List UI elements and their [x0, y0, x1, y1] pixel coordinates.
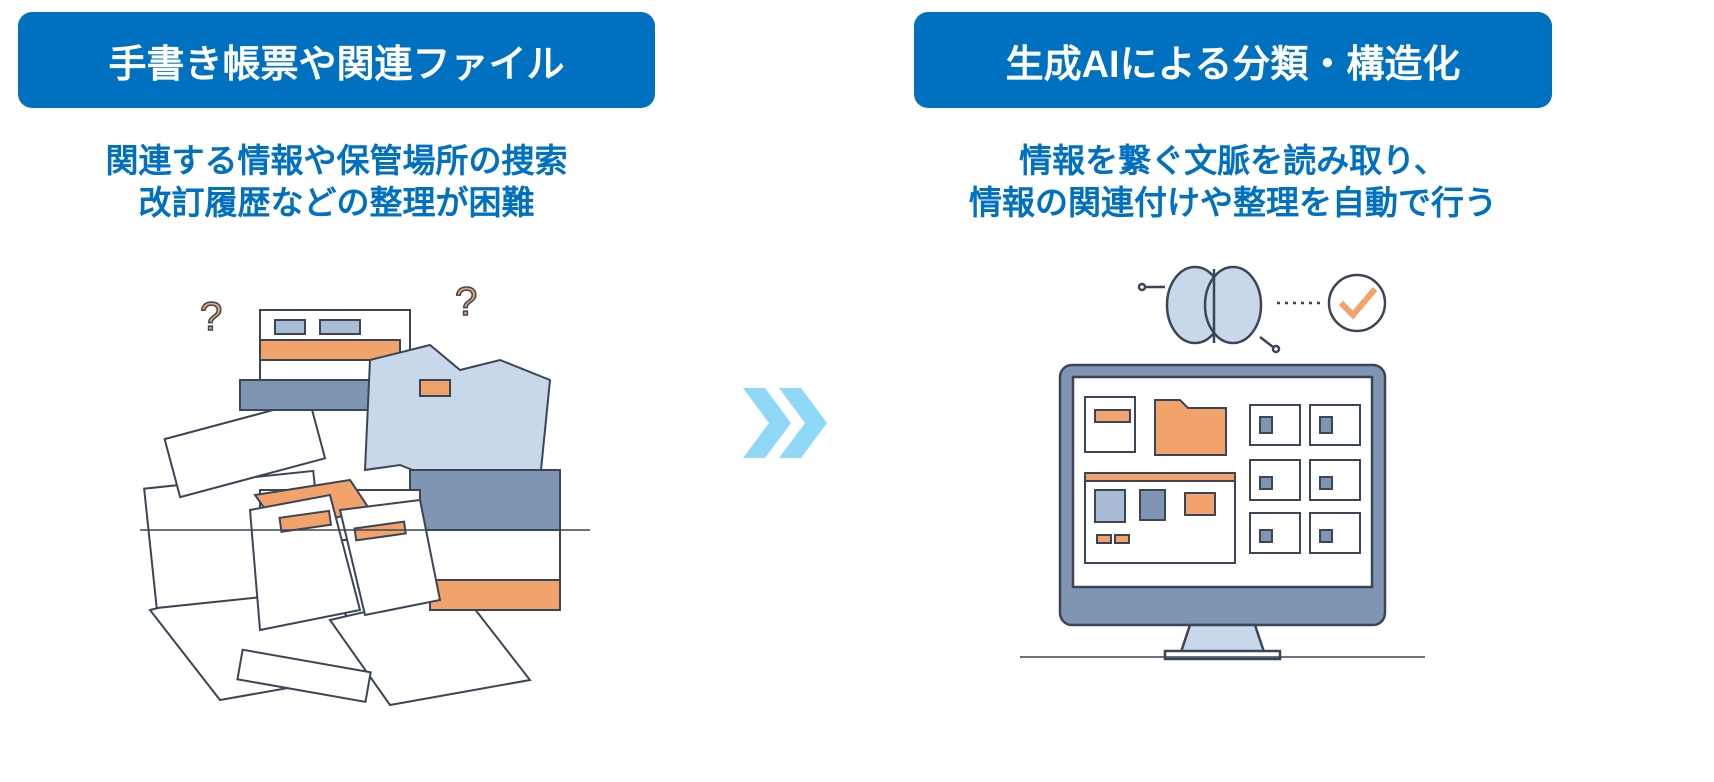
document-pile-illustration: ? ?: [140, 279, 590, 707]
left-description-line: 改訂履歴などの整理が困難: [138, 184, 535, 221]
right-description-line: 情報の関連付けや整理を自動で行う: [969, 184, 1497, 221]
ai-monitor-illustration: [1020, 265, 1425, 661]
left-title: 手書き帳票や関連ファイル: [108, 43, 565, 86]
right-description: 情報を繋ぐ文脈を読み取り、 情報の関連付けや整理を自動で行う: [914, 140, 1552, 224]
question-mark-icon: ?: [200, 295, 222, 339]
right-title: 生成AIによる分類・構造化: [1005, 43, 1461, 86]
checkmark-circle-icon: [1327, 273, 1387, 333]
right-description-line: 情報を繋ぐ文脈を読み取り、: [1019, 142, 1447, 179]
right-title-banner: 生成AIによる分類・構造化: [914, 12, 1552, 108]
left-title-banner: 手書き帳票や関連ファイル: [18, 12, 655, 108]
left-description-line: 関連する情報や保管場所の捜索: [105, 142, 568, 179]
brain-icon: [1137, 265, 1281, 354]
double-chevron-arrow-icon: [743, 388, 827, 458]
question-mark-icon: ?: [455, 280, 477, 324]
left-description: 関連する情報や保管場所の捜索 改訂履歴などの整理が困難: [18, 140, 655, 224]
